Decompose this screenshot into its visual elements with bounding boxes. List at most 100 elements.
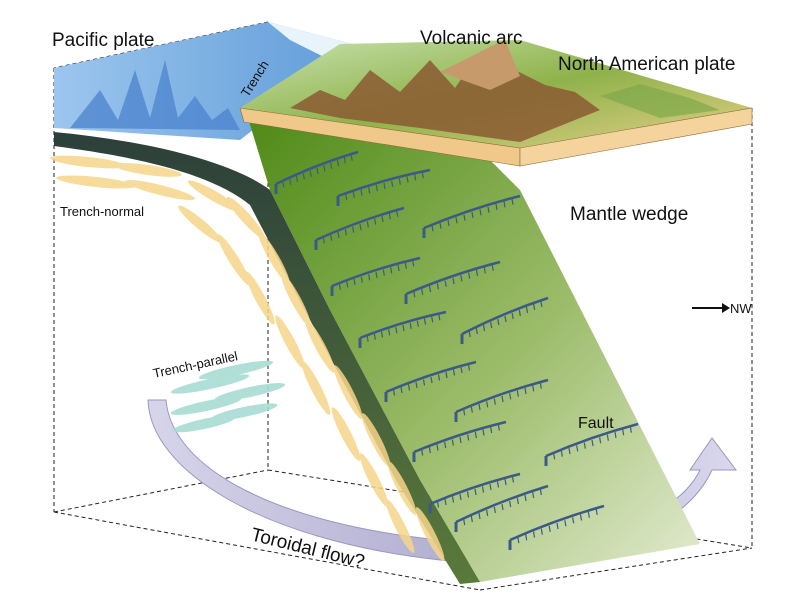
fault-tick (595, 508, 598, 515)
fault-tick (468, 330, 471, 338)
fault-tick (478, 403, 481, 411)
fault-tick (352, 226, 355, 233)
fault-tick (497, 424, 500, 431)
fault-tick (323, 165, 326, 172)
fault-tick (431, 225, 434, 232)
fault-tick (415, 381, 418, 389)
fault-line (455, 378, 549, 414)
pacific-plate-label: Pacific plate (52, 30, 154, 51)
fault-tick (439, 222, 442, 229)
fault-tick (343, 157, 346, 164)
fault-tick (560, 450, 563, 457)
fault-tick (375, 271, 378, 279)
fault-tick (486, 401, 489, 408)
mantle-wedge-label: Mantle wedge (570, 204, 688, 225)
fault-tick (395, 327, 398, 334)
fault-tick (366, 221, 369, 228)
fault-line (275, 150, 359, 186)
fault-tick (467, 434, 470, 441)
fault-tick (368, 187, 371, 194)
fault-tick (525, 534, 528, 541)
fault-tick (524, 387, 527, 395)
fault-line (545, 422, 639, 458)
fault-tick (337, 231, 340, 239)
fault-tick (463, 214, 466, 221)
fault-line (359, 310, 447, 340)
fault-tick (447, 219, 450, 227)
fault-tick (460, 275, 463, 282)
fault-lines (274, 150, 639, 550)
fault-tick (381, 215, 384, 223)
fault-tick (451, 496, 455, 503)
fault-line (509, 504, 605, 542)
fault-tick (532, 531, 536, 538)
fault-line (413, 420, 507, 454)
fault-tick (576, 445, 579, 452)
fault-tick (368, 274, 371, 281)
fault-tick (474, 488, 477, 496)
fault-tick (407, 384, 411, 391)
fault-tick (366, 335, 369, 342)
fault-tick (540, 528, 543, 535)
fault-tick (614, 431, 617, 439)
fault-tick (451, 439, 454, 446)
fault-tick (490, 321, 493, 329)
fault-tick (516, 497, 519, 505)
nw-direction-indicator: NW (692, 301, 752, 316)
fault-tick (533, 303, 536, 311)
trench-parallel-ellipses (170, 360, 286, 433)
fault-tick (629, 426, 632, 433)
fault-tick (398, 178, 401, 185)
fault-tick (404, 262, 407, 269)
fault-tick (431, 316, 434, 323)
fault-tick (436, 283, 439, 290)
fault-tick (501, 503, 504, 511)
fault-tick (436, 501, 440, 508)
fault-tick (495, 203, 498, 211)
fault-tick (553, 453, 556, 460)
fault-tick (467, 364, 471, 371)
fault-tick (489, 483, 492, 491)
fault-tick (504, 478, 507, 486)
volcanic-arc-label: Volcanic arc (420, 28, 522, 49)
trench-normal-ellipses (50, 155, 445, 561)
fault-tick (478, 512, 481, 520)
fault-line (337, 168, 431, 198)
fault-tick (606, 434, 609, 441)
fault-tick (391, 180, 394, 187)
fault-tick (309, 170, 312, 177)
fault-tick (503, 201, 506, 208)
fault-tick (475, 327, 478, 335)
fault-label: Fault (578, 415, 614, 432)
fault-tick (501, 395, 504, 403)
fault-tick (532, 385, 535, 392)
fault-tick (479, 209, 482, 216)
fault-tick (360, 189, 363, 196)
fault-tick (517, 537, 520, 544)
fault-tick (412, 260, 415, 267)
fault-tick (430, 376, 433, 384)
fault-tick (316, 167, 319, 175)
fault-tick (556, 522, 559, 530)
fault-tick (444, 280, 447, 287)
fault-tick (350, 154, 353, 161)
fault-tick (487, 206, 490, 213)
fault-tick (353, 278, 356, 286)
fault-tick (482, 324, 486, 332)
fault-tick (525, 306, 529, 314)
fault-tick (572, 517, 575, 524)
fault-line (423, 194, 521, 230)
fault-tick (497, 318, 500, 326)
fault-tick (568, 447, 571, 455)
fault-tick (330, 234, 333, 241)
fault-tick (397, 264, 400, 272)
fault-tick (491, 264, 494, 271)
north-american-plate (239, 40, 753, 167)
fault-tick (396, 210, 399, 217)
subducting-slab (248, 118, 700, 582)
fault-tick (539, 488, 542, 496)
fault-tick (475, 269, 479, 277)
fault-tick (511, 476, 515, 483)
fault-tick (524, 494, 527, 502)
